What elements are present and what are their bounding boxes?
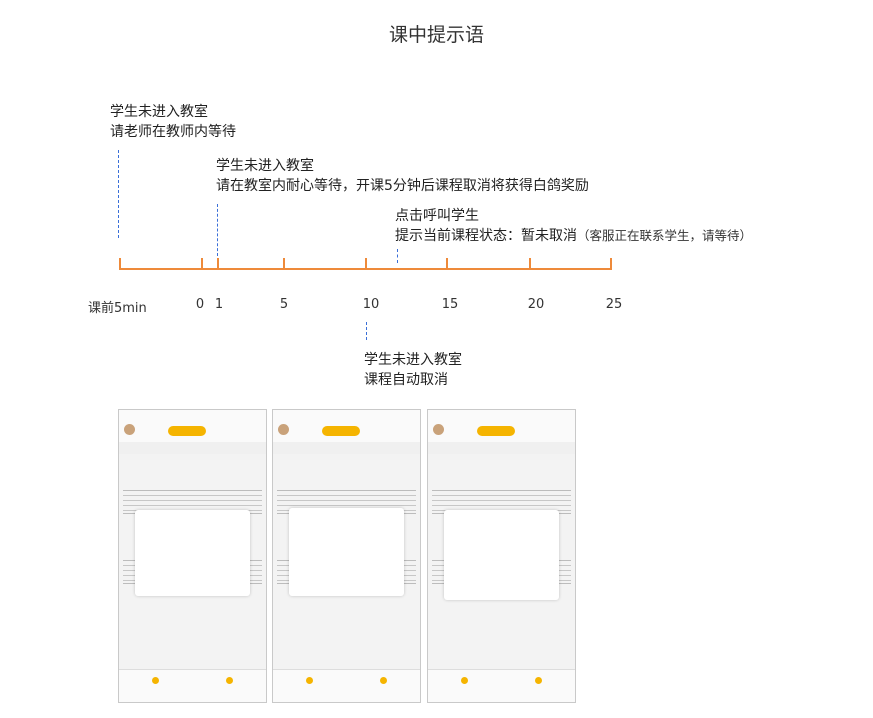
timeline-tick <box>217 258 219 270</box>
dialog <box>289 508 404 596</box>
timeline-label: 20 <box>527 297 545 312</box>
toolbar-icon[interactable] <box>225 676 233 684</box>
note-line: 学生未进入教室 <box>364 352 462 368</box>
avatar <box>124 424 135 435</box>
connector-dash <box>397 249 398 263</box>
toolbar-icon[interactable] <box>152 676 160 684</box>
toolbar-icon[interactable] <box>306 676 314 684</box>
phone-mockup-2 <box>272 409 421 703</box>
connector-dash <box>366 322 367 340</box>
system-nav <box>428 690 575 702</box>
timeline-tick <box>283 258 285 270</box>
timeline-tick <box>529 258 531 270</box>
status-bar <box>428 410 575 420</box>
timeline-tick <box>201 258 203 270</box>
dialog <box>135 510 250 596</box>
timeline-tick <box>610 258 612 270</box>
app-header <box>428 420 575 442</box>
timeline-label: 15 <box>441 297 459 312</box>
timeline-label: 10 <box>362 297 380 312</box>
timeline-label: 0 <box>195 297 205 312</box>
timeline-label: 5 <box>279 297 289 312</box>
note-line: 请老师在教师内等待 <box>110 124 236 140</box>
app-header <box>273 420 420 442</box>
status-bar <box>119 410 266 420</box>
timeline-tick <box>446 258 448 270</box>
note-auto-cancel: 学生未进入教室 课程自动取消 <box>364 350 462 390</box>
status-bar <box>273 410 420 420</box>
note-line: 学生未进入教室 <box>110 104 208 120</box>
note-line: 学生未进入教室 <box>216 158 314 174</box>
bottom-toolbar <box>119 669 266 690</box>
note-line: 提示当前课程状态：暂未取消 <box>395 228 577 244</box>
note-minute-1: 学生未进入教室 请在教室内耐心等待，开课5分钟后课程取消将获得白鸽奖励 <box>216 156 589 196</box>
system-nav <box>119 690 266 702</box>
call-button[interactable] <box>477 426 515 436</box>
call-button[interactable] <box>168 426 206 436</box>
connector-dash <box>118 150 119 238</box>
note-before-class: 学生未进入教室 请老师在教师内等待 <box>110 102 236 142</box>
note-call-student: 点击呼叫学生 提示当前课程状态：暂未取消（客服正在联系学生，请等待） <box>395 206 752 246</box>
note-line: 请在教室内耐心等待，开课5分钟后课程取消将获得白鸽奖励 <box>216 178 589 194</box>
tab-bar <box>273 442 420 454</box>
app-header <box>119 420 266 442</box>
timeline-label: 课前5min <box>88 301 147 316</box>
page-title: 课中提示语 <box>388 24 484 46</box>
note-sub: （客服正在联系学生，请等待） <box>577 228 753 243</box>
call-button[interactable] <box>322 426 360 436</box>
bottom-toolbar <box>273 669 420 690</box>
system-nav <box>273 690 420 702</box>
bottom-toolbar <box>428 669 575 690</box>
timeline-tick <box>119 258 121 270</box>
avatar <box>278 424 289 435</box>
note-line: 点击呼叫学生 <box>395 208 479 224</box>
dialog <box>444 510 559 600</box>
timeline-label: 25 <box>605 297 623 312</box>
note-line: 课程自动取消 <box>364 372 448 388</box>
toolbar-icon[interactable] <box>534 676 542 684</box>
timeline-label: 1 <box>214 297 224 312</box>
timeline-tick <box>365 258 367 270</box>
avatar <box>433 424 444 435</box>
toolbar-icon[interactable] <box>461 676 469 684</box>
toolbar-icon[interactable] <box>379 676 387 684</box>
tab-bar <box>119 442 266 454</box>
phone-mockup-1 <box>118 409 267 703</box>
phone-mockup-3 <box>427 409 576 703</box>
connector-dash <box>217 204 218 256</box>
tab-bar <box>428 442 575 454</box>
